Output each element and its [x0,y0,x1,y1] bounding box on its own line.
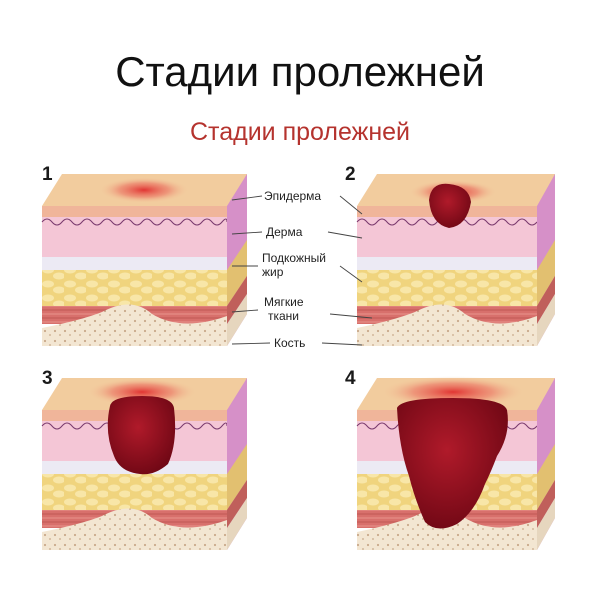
stage-3-wound [107,396,176,475]
label-epidermis: Эпидерма [264,189,321,203]
stage-2-block: 2 [345,164,555,346]
label-dermis: Дерма [266,225,303,239]
stage-1-block: 1 [41,164,247,346]
stage-2-wound [429,183,471,228]
stage-3-block: 3 [41,368,247,550]
label-subcutaneous-line1: Подкожный [262,251,326,265]
label-soft-tissue-line2: ткани [268,309,299,323]
label-subcutaneous-line2: жир [262,265,284,279]
stage-4-wound [397,398,508,529]
label-bone: Кость [274,336,305,350]
stage-1-number: 1 [42,164,53,185]
stage-4-block: 4 [345,368,555,550]
stage-4-number: 4 [345,368,356,389]
stage-2-number: 2 [345,164,356,185]
stage-1-redness [99,177,189,203]
stage-3-number: 3 [42,368,53,389]
figure-title: Стадии пролежней [190,118,410,146]
label-soft-tissue-line1: Мягкие [264,295,304,309]
page-title: Стадии пролежней [115,48,485,95]
layer-labels [231,195,373,346]
